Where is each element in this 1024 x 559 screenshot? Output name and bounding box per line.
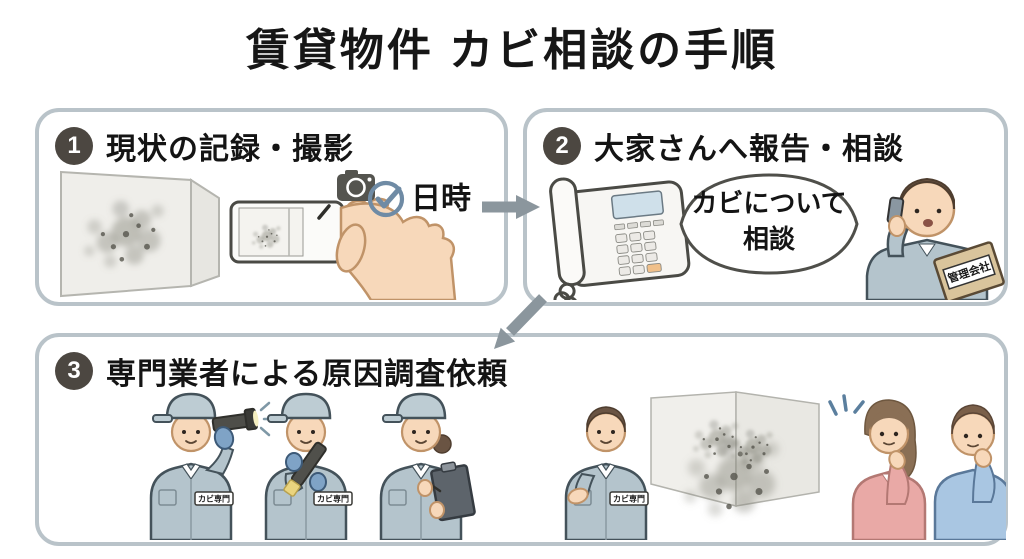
step3-title: 専門業者による原因調査依頼 [106,358,509,391]
camera-icon [317,170,375,220]
step3-number-badge: 3 [55,352,93,390]
speech-bubble: カビについて 相談 [679,173,859,275]
datetime-label: 日時 [411,183,471,216]
inspector-with-flashlight: カビ専門 [149,392,276,540]
mold-specialist-badge-label: カビ専門 [317,494,349,504]
bubble-text-line2: 相談 [743,224,796,254]
step1-title: 現状の記録・撮影 [106,133,354,166]
step3-header: 3 専門業者による原因調査依頼 [55,349,508,393]
step2-panel: 2 大家さんへ報告・相談 [523,108,1008,306]
step3-illustration: カビ専門 カビ専門 [149,391,1006,540]
tenant-man [933,404,1006,540]
inspector-with-clipboard [379,392,476,540]
page-title: 賃貸物件 カビ相談の手順 [245,26,779,75]
step2-title: 大家さんへ報告・相談 [594,133,904,166]
step2-header: 2 大家さんへ報告・相談 [543,124,904,168]
check-icon [367,180,405,218]
tenant-woman [851,399,927,540]
step2-number-badge: 2 [543,127,581,165]
hand-holding-phone [335,197,457,300]
mold-specialist-badge-label: カビ専門 [613,494,645,504]
step1-number-badge: 1 [55,127,93,165]
smartphone-photo-illustration [229,197,457,300]
desk-phone-illustration [549,177,691,300]
camera-action-line [317,204,331,220]
inspector-with-tool: カビ専門 [264,392,353,540]
step3-panel: 3 専門業者による原因調査依頼 [35,333,1008,546]
step1-illustration: 日時 [60,170,471,300]
attention-marks [828,394,865,416]
moldy-wall-illustration [60,170,220,298]
sampling-tool-icon [283,441,327,497]
step1-header: 1 現状の記録・撮影 [55,124,354,168]
step1-panel: 1 現状の記録・撮影 [35,108,508,306]
bubble-text-line1: カビについて [691,188,846,218]
specialist-explaining: カビ専門 [564,406,649,540]
mold-specialist-badge-label: カビ専門 [198,494,230,504]
step2-illustration: カビについて 相談 管理会社 [549,173,1005,300]
management-company-folder: 管理会社 [933,241,1005,300]
moldy-corner-wall-illustration [650,391,820,517]
landlord-on-phone-illustration: 管理会社 [865,177,1005,300]
